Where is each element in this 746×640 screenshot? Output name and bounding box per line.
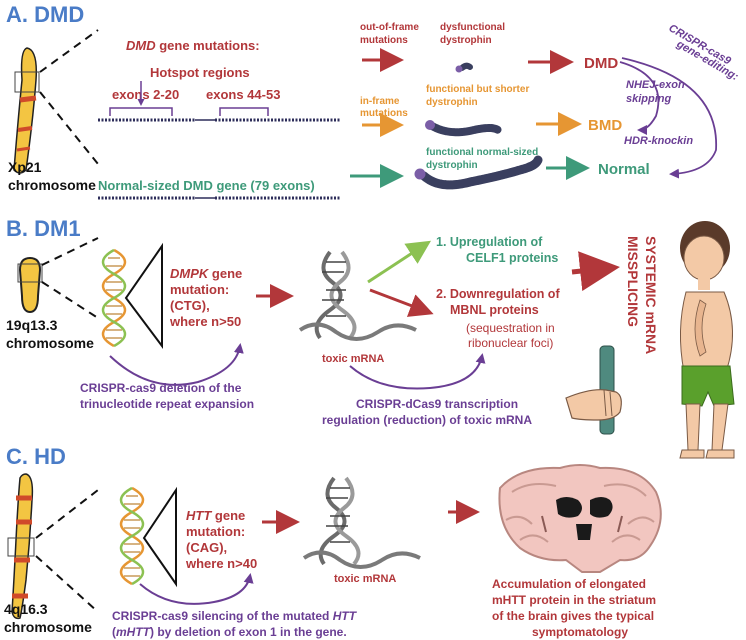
dmd-gene-mutations-title: DMD gene mutations: [126,38,260,53]
out-of-frame-label-2: mutations [360,35,408,46]
toxic-mrna-reduction-label: regulation (reduction) of toxic mRNA [322,413,532,427]
zoom-line [41,237,99,266]
toxic-mrna-icon-c [302,476,421,569]
hdr-knockin-label: HDR-knockin [624,135,693,147]
celf1-label: CELF1 proteins [466,251,558,265]
xp21-label: Xp21 [8,159,42,175]
dna-helix-icon-c [119,486,145,586]
crispr-deletion-arrow [109,343,244,386]
missplicing-label: MISSPLICING [625,236,641,327]
normal-dystrophin-label-2: dystrophin [426,160,478,171]
hotspot-bracket [219,107,269,116]
normal-dmd-gene-label: Normal-sized DMD gene (79 exons) [98,178,315,193]
19q13-label: 19q13.3 [6,317,58,333]
dmpk-gene-label: DMPK gene [170,266,242,281]
zoom-line [39,29,99,73]
systemic-mrna-label: SYSTEMIC mRNA [643,236,659,354]
in-frame-label-2: mutations [360,108,408,119]
mbnl-label: MBNL proteins [450,303,539,317]
dysfunctional-dystrophin-icon [455,62,473,73]
bmd-outcome-label: BMD [588,117,622,134]
shorter-dystrophin-label-2: dystrophin [426,97,478,108]
crispr-deletion-label: CRISPR-cas9 deletion of the [80,381,242,395]
shorter-dystrophin-icon [425,120,502,137]
toxic-mrna-label-c: toxic mRNA [334,573,396,585]
xp21-chromosome-label: chromosome [8,177,96,193]
normal-dystrophin-icon [414,155,543,190]
panel-b-heading: B. DM1 [6,216,81,241]
19q13-chromosome-label: chromosome [6,335,94,351]
symptomatology-label: symptomatology [532,625,628,639]
dysfunctional-dystrophin-label-2: dystrophin [440,35,492,46]
19q13-chromosome-icon [17,256,43,314]
dcas9-arrow [349,353,486,390]
dysfunctional-dystrophin-label: dysfunctional [440,22,505,33]
panel-b: B. DM1 19q13.3 chromosome DMPK gene muta… [6,216,735,459]
toxic-mrna-icon [298,250,417,341]
accumulation-label: Accumulation of elongated [492,577,646,591]
htt-mutation-label: mutation: [186,524,245,539]
4q16-label: 4q16.3 [4,601,48,617]
zoom-triangle-c [142,486,177,588]
normal-outcome-label: Normal [598,161,650,178]
nhej-arrow [619,61,660,135]
ctg-label: (CTG), [170,298,210,313]
htt-gene-label: HTT gene [186,508,245,523]
hdr-arrow [621,57,717,179]
dna-helix-icon [101,248,127,348]
zoom-line [39,91,99,165]
out-of-frame-label: out-of-frame [360,22,419,33]
cag-label: (CAG), [186,540,227,555]
sequestration-label: (sequestration in [466,321,555,335]
crispr-silencing-label: CRISPR-cas9 silencing of the mutated HTT [112,609,358,623]
brain-typical-label: of the brain gives the typical [492,609,654,623]
in-frame-label: in-frame [360,96,400,107]
normal-dystrophin-label: functional normal-sized [426,147,538,158]
cag-threshold-label: where n>40 [185,556,257,571]
panel-a-heading: A. DMD [6,2,84,27]
trinucleotide-label: trinucleotide repeat expansion [80,397,254,411]
zoom-line [35,489,99,539]
mhtt-striatum-label: mHTT protein in the striatum [492,593,656,607]
grip-hand-icon [565,345,622,435]
upregulation-arrow [367,240,432,284]
panel-c-heading: C. HD [6,444,66,469]
hotspot-regions-label: Hotspot regions [150,65,250,80]
zoom-line [41,281,99,319]
4q16-chromosome-icon [7,473,35,620]
child-patient-icon [679,221,735,459]
exons-44-53-label: exons 44-53 [206,87,280,102]
panel-a: A. DMD Xp21 chromosome DMD gene mutation… [6,2,741,200]
downregulation-arrow [369,288,434,317]
panel-c: C. HD 4q16.3 chromosome HTT gene mutatio… [4,444,662,639]
downregulation-label: 2. Downregulation of [436,287,560,301]
shorter-dystrophin-label: functional but shorter [426,84,529,95]
dmpk-mutation-label: mutation: [170,282,229,297]
zoom-triangle [124,242,163,349]
upregulation-label: 1. Upregulation of [436,235,543,249]
ctg-threshold-label: where n>50 [169,314,241,329]
foci-label: ribonuclear foci) [468,336,553,350]
toxic-mrna-label: toxic mRNA [322,353,384,365]
exons-2-20-label: exons 2-20 [112,87,179,102]
4q16-chromosome-label: chromosome [4,619,92,635]
dcas9-label: CRISPR-dCas9 transcription [356,397,518,411]
dmd-outcome-label: DMD [584,55,618,72]
missplicing-arrow [571,251,620,292]
xp21-chromosome-icon [13,47,40,174]
brain-section-icon [498,464,662,573]
nhej-skipping-label: skipping [626,93,672,105]
hotspot-bracket [109,107,173,116]
crispr-silencing-arrow [139,573,254,605]
exon1-deletion-label: (mHTT) by deletion of exon 1 in the gene… [112,625,347,639]
